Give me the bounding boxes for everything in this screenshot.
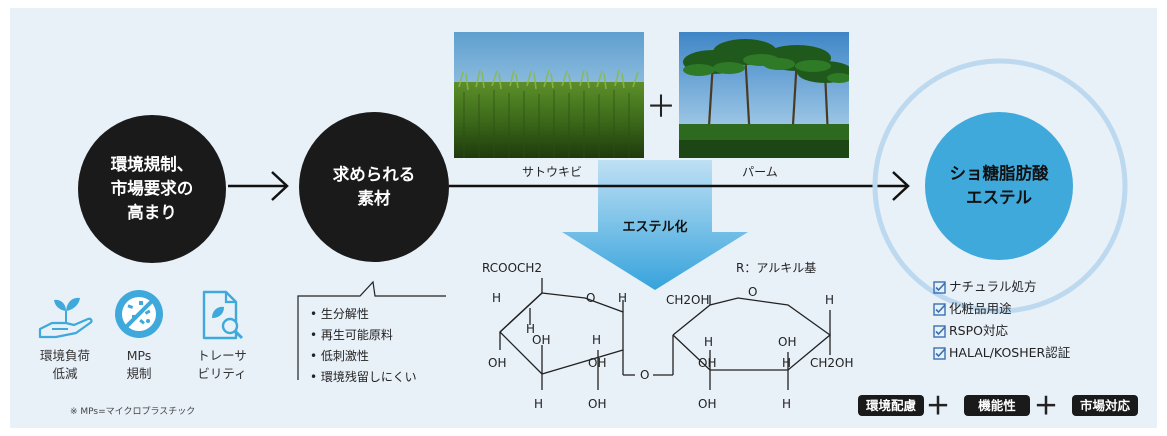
feature-item: RSPO対応 [933, 320, 1070, 342]
badge-functionality: 機能性 [964, 395, 1030, 416]
badge-market: 市場対応 [1072, 395, 1138, 416]
circle-sucrose-ester: ショ糖脂肪酸 エステル [925, 112, 1073, 260]
plus-sign-photos: ＋ [646, 90, 676, 125]
property-item: • 生分解性 [310, 307, 369, 321]
esterification-arrow [562, 160, 748, 290]
chem-h: H [534, 397, 543, 411]
chem-o-glycosidic: O [640, 368, 649, 382]
chem-oh: OH [532, 333, 550, 347]
sugarcane-caption: サトウキビ [521, 165, 582, 179]
feature-item: ナチュラル処方 [933, 276, 1070, 298]
sugarcane-photo [454, 32, 644, 158]
feature-item: HALAL/KOSHER認証 [933, 342, 1070, 364]
chem-h: H [704, 335, 713, 349]
microplastics-icon [115, 290, 163, 338]
circle-required-material-text: 求められる 素材 [332, 165, 416, 208]
hand-sprout-icon [38, 297, 93, 339]
property-item: • 低刺激性 [310, 349, 369, 363]
esterification-label: エステル化 [622, 220, 688, 235]
chem-oh: OH [778, 335, 796, 349]
checkbox-icon [933, 324, 946, 338]
chem-oh: OH [698, 356, 716, 370]
circle-required-material: 求められる 素材 [299, 112, 449, 262]
chem-h: H [592, 333, 601, 347]
checkbox-icon [933, 346, 946, 360]
icon-label-traceability: トレーサ ビリティ [197, 348, 247, 381]
icon-label-mps: MPs 規制 [126, 348, 152, 381]
features-checklist: ナチュラル処方 化粧品用途 RSPO対応 HALAL/KOSHER認証 [933, 276, 1070, 364]
chem-h: H [526, 322, 535, 336]
badge-plus-2: ＋ [1034, 392, 1058, 420]
circle-regulation-text: 環境規制、 市場要求の 高まり [110, 155, 194, 222]
badge-environment: 環境配慮 [858, 395, 924, 416]
circle-sucrose-ester-text: ショ糖脂肪酸 エステル [949, 164, 1049, 207]
checkbox-icon [933, 302, 946, 316]
chem-o-right-ring: O [748, 285, 757, 299]
chem-r-definition: R：アルキル基 [736, 261, 816, 275]
chem-ch2oh-right: CH2OH [810, 356, 854, 370]
chem-oh: OH [588, 397, 606, 411]
chem-h: H [492, 291, 501, 305]
badge-plus-1: ＋ [926, 392, 950, 420]
circle-regulation: 環境規制、 市場要求の 高まり [78, 115, 226, 263]
arrow-head-1 [271, 171, 289, 201]
property-item: • 環境残留しにくい [310, 370, 417, 384]
chem-h: H [782, 356, 791, 370]
feature-item: 化粧品用途 [933, 298, 1070, 320]
chem-o-left-ring: O [586, 291, 595, 305]
arrow-head-2 [892, 171, 910, 201]
chem-oh: OH [588, 356, 606, 370]
material-properties-list: • 生分解性 • 再生可能原料 • 低刺激性 • 環境残留しにくい [310, 304, 417, 388]
chem-rcooch2-label: RCOOCH2 [482, 261, 542, 275]
chem-h: H [782, 397, 791, 411]
palm-caption: パーム [742, 165, 778, 179]
document-search-icon [202, 290, 244, 340]
checkbox-icon [933, 280, 946, 294]
sucrose-ester-structure: RCOOCH2 R：アルキル基 O H H H OH OH H OH H OH … [482, 261, 854, 411]
palm-photo [679, 32, 849, 158]
chem-h: H [618, 291, 627, 305]
chem-ch2oh-top: CH2OH [666, 293, 710, 307]
property-item: • 再生可能原料 [310, 328, 393, 342]
chem-h: H [825, 293, 834, 307]
chem-oh: OH [488, 356, 506, 370]
result-ring [872, 58, 1128, 314]
mps-footnote: ※ MPs=マイクロプラスチック [70, 407, 196, 417]
chem-oh: OH [698, 397, 716, 411]
callout-bracket [297, 280, 446, 380]
icon-label-environment: 環境負荷 低減 [39, 348, 90, 381]
